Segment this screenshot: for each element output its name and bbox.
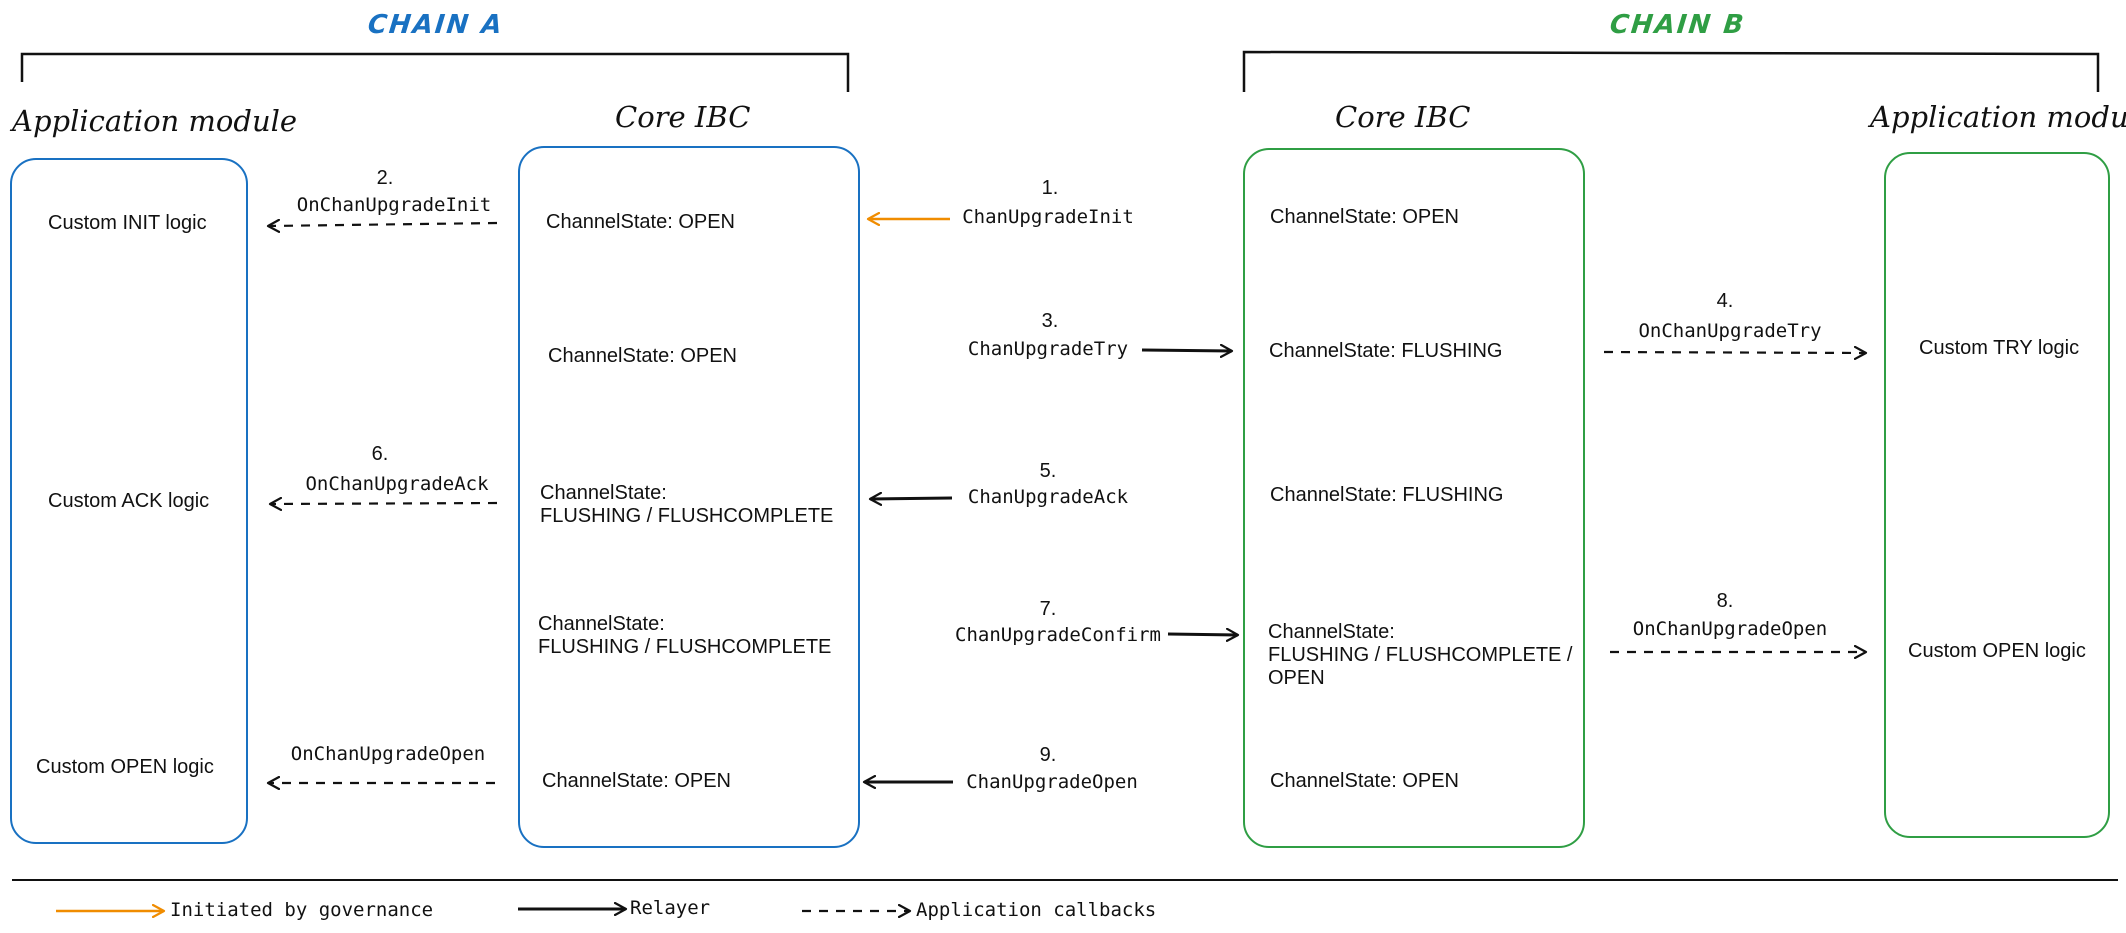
step-2-number: 2. xyxy=(376,167,394,189)
core-a-state-2: ChannelState: OPEN xyxy=(548,345,737,367)
app-b-try-logic: Custom TRY logic xyxy=(1919,337,2080,359)
chain-b-bracket xyxy=(1242,50,2100,92)
core-a-state-1: ChannelState: OPEN xyxy=(546,211,735,233)
app-b-box xyxy=(1884,152,2110,838)
core-a-state-3: ChannelState: FLUSHING / FLUSHCOMPLETE xyxy=(540,482,834,527)
core-a-state-5: ChannelState: OPEN xyxy=(542,770,731,792)
chain-b-title: CHAIN B xyxy=(1608,10,1747,40)
step-3-number: 3. xyxy=(1041,310,1059,332)
chain-a-title: CHAIN A xyxy=(366,10,506,40)
app-a-init-logic: Custom INIT logic xyxy=(48,212,207,234)
chain-a-bracket xyxy=(20,52,850,92)
core-a-box xyxy=(518,146,860,848)
app-a-ack-logic: Custom ACK logic xyxy=(48,490,210,512)
step-7-number: 7. xyxy=(1039,598,1057,620)
arrow-step-3 xyxy=(1141,350,1232,351)
step-6-number: 6. xyxy=(371,443,389,465)
app-a-box xyxy=(10,158,248,844)
step-10-label: OnChanUpgradeOpen xyxy=(290,743,486,765)
app-b-heading: Application module xyxy=(1870,100,2126,134)
step-5-number: 5. xyxy=(1039,460,1057,482)
step-4-number: 4. xyxy=(1716,290,1734,312)
core-b-state-5: ChannelState: OPEN xyxy=(1270,770,1459,792)
core-b-state-2: ChannelState: FLUSHING xyxy=(1269,340,1503,362)
step-4-label: OnChanUpgradeTry xyxy=(1638,320,1822,342)
app-a-open-logic: Custom OPEN logic xyxy=(36,756,214,778)
core-b-box xyxy=(1243,148,1585,848)
step-8-number: 8. xyxy=(1716,590,1734,612)
step-7-label: ChanUpgradeConfirm xyxy=(955,624,1161,646)
step-2-label: OnChanUpgradeInit xyxy=(296,194,492,216)
arrow-step-5 xyxy=(870,498,953,499)
app-b-open-logic: Custom OPEN logic xyxy=(1908,640,2086,662)
legend-callbacks-label: Application callbacks xyxy=(916,899,1157,921)
app-a-heading: Application module xyxy=(12,104,298,138)
step-9-number: 9. xyxy=(1039,744,1057,766)
arrow-step-6 xyxy=(270,503,498,504)
step-5-label: ChanUpgradeAck xyxy=(967,486,1129,508)
core-a-state-4: ChannelState: FLUSHING / FLUSHCOMPLETE xyxy=(538,613,832,658)
core-b-state-1: ChannelState: OPEN xyxy=(1270,206,1459,228)
step-3-label: ChanUpgradeTry xyxy=(967,338,1129,360)
arrow-step-2 xyxy=(268,223,498,226)
step-8-label: OnChanUpgradeOpen xyxy=(1632,618,1828,640)
step-1-label: ChanUpgradeInit xyxy=(962,206,1134,228)
core-b-state-4: ChannelState: FLUSHING / FLUSHCOMPLETE /… xyxy=(1268,621,1573,689)
step-1-number: 1. xyxy=(1041,177,1059,199)
core-b-heading: Core IBC xyxy=(1335,100,1471,134)
legend-governance-label: Initiated by governance xyxy=(170,899,434,921)
core-b-state-3: ChannelState: FLUSHING xyxy=(1270,484,1504,506)
legend-relayer-label: Relayer xyxy=(630,897,711,919)
arrow-step-4 xyxy=(1603,352,1866,353)
arrow-step-7 xyxy=(1167,634,1238,635)
core-a-heading: Core IBC xyxy=(615,100,751,134)
step-6-label: OnChanUpgradeAck xyxy=(305,473,489,495)
step-9-label: ChanUpgradeOpen xyxy=(966,771,1138,793)
